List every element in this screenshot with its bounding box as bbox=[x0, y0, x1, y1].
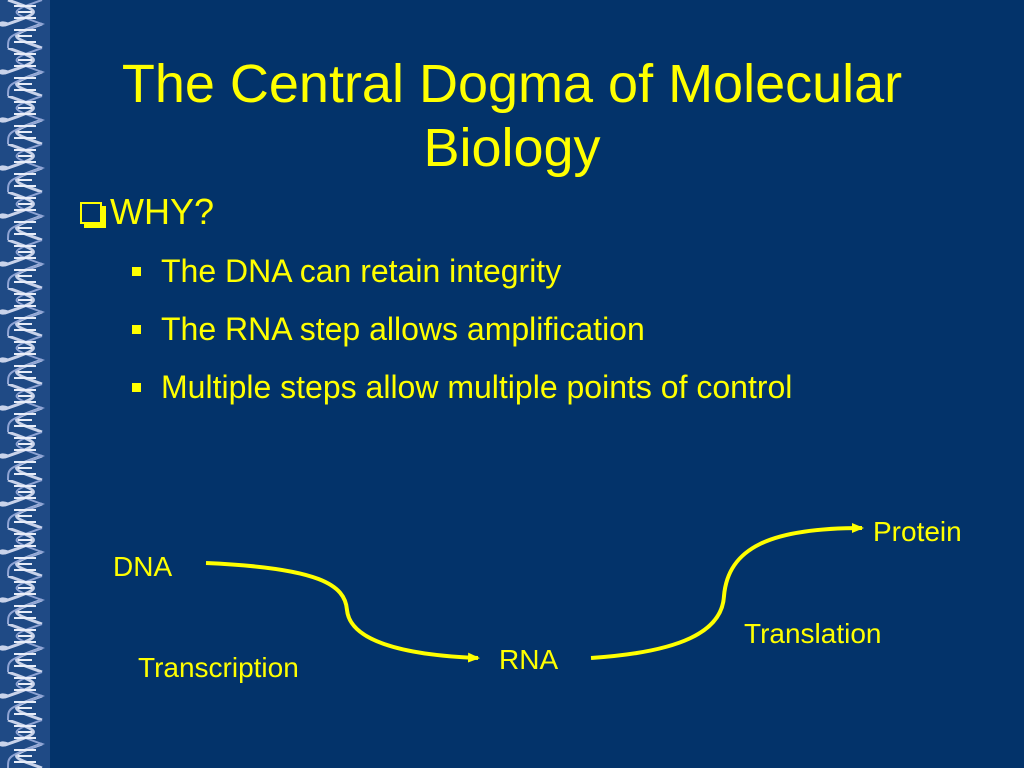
list-item: The RNA step allows amplification bbox=[132, 310, 792, 368]
transcription-arrow bbox=[205, 561, 480, 663]
translation-arrow bbox=[590, 523, 864, 660]
why-heading-text: WHY? bbox=[110, 191, 215, 232]
dna-label: DNA bbox=[113, 551, 172, 582]
why-heading: WHY? bbox=[80, 190, 214, 234]
square-bullet-icon bbox=[132, 267, 141, 276]
hollow-square-bullet-icon bbox=[80, 202, 102, 224]
square-bullet-icon bbox=[132, 383, 141, 392]
protein-label: Protein bbox=[873, 516, 962, 547]
transcription-label: Transcription bbox=[138, 652, 299, 683]
list-item: Multiple steps allow multiple points of … bbox=[132, 368, 792, 426]
slide-title: The Central Dogma of Molecular Biology bbox=[121, 54, 903, 178]
rna-label: RNA bbox=[499, 644, 558, 675]
list-item-text: The RNA step allows amplification bbox=[161, 311, 645, 347]
list-item-text: Multiple steps allow multiple points of … bbox=[161, 369, 793, 405]
translation-label: Translation bbox=[744, 618, 881, 649]
square-bullet-icon bbox=[132, 325, 141, 334]
reason-list: The DNA can retain integrity The RNA ste… bbox=[132, 252, 792, 426]
list-item: The DNA can retain integrity bbox=[132, 252, 792, 310]
list-item-text: The DNA can retain integrity bbox=[161, 253, 562, 289]
dna-helix-border bbox=[0, 0, 50, 768]
